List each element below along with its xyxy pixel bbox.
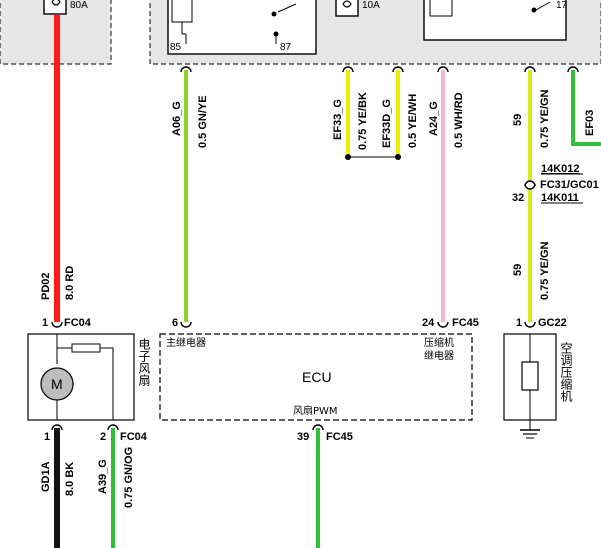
main-fuse-box: 07 85 87 10A 17 — [149, 0, 601, 65]
pd02-circuit: PD02 — [40, 272, 52, 300]
ecu-comp-relay-1: 压缩机 — [424, 336, 454, 349]
gc22-pin: 1 — [516, 317, 522, 329]
a24-circuit: A24_G — [428, 101, 440, 136]
ecu-pin-6: 6 — [172, 317, 178, 329]
ecu-pin-39: 39 — [297, 431, 309, 443]
electronic-fan-module: M 电子风扇 — [27, 333, 151, 421]
relay-2-pin-17: 17 — [556, 0, 568, 11]
ac-compressor-module: 空调压缩机 — [503, 333, 573, 439]
relay-pin-87: 87 — [280, 42, 292, 53]
ecu-pin-24: 24 — [422, 317, 435, 329]
wire-ef03 — [571, 70, 601, 146]
splice-bottom-code: 14K011 — [541, 192, 579, 204]
wire-labels: PD02 8.0 RD A06_G 0.5 GN/YE EF33_G 0.75 … — [40, 89, 596, 508]
ye-gn-top-spec: 0.75 YE/GN — [539, 89, 551, 148]
ye-gn-bottom-pin: 59 — [512, 264, 524, 276]
pd02-spec: 8.0 RD — [64, 266, 76, 300]
fuse-10a-label: 10A — [362, 0, 380, 11]
ecu-main-relay: 主继电器 — [166, 336, 206, 349]
ye-gn-bottom-spec: 0.75 YE/GN — [539, 241, 551, 300]
relay-pin-85: 85 — [170, 42, 182, 53]
splice-labels: 14K012 FC31/GC01 32 14K011 — [512, 163, 599, 204]
a24-spec: 0.5 WH/RD — [453, 92, 465, 148]
a06-circuit: A06_G — [171, 101, 183, 136]
relay-2 — [423, 0, 567, 41]
a06-spec: 0.5 GN/YE — [197, 95, 209, 148]
fc04-top-pin: 1 — [42, 317, 48, 329]
fc04-top-name: FC04 — [64, 317, 92, 329]
a39-spec: 0.75 GN/OG — [123, 447, 135, 508]
ecu-title: ECU — [302, 369, 332, 385]
fuse-80a-label: 80A — [70, 0, 88, 11]
fc04-bottom-name: FC04 — [120, 431, 148, 443]
splice-pin: 32 — [512, 192, 524, 204]
top-connector-arcs — [180, 66, 579, 190]
ecu-comp-relay-2: 继电器 — [424, 349, 454, 362]
ef33d-spec: 0.5 YE/WH — [407, 94, 419, 148]
ecu-module: ECU 主继电器 压缩机 继电器 风扇PWM — [159, 333, 473, 421]
a39-circuit: A39_G — [97, 459, 109, 494]
fc45-top-name: FC45 — [452, 317, 479, 329]
ef03-label: EF03 — [584, 110, 596, 136]
ecu-fan-pwm: 风扇PWM — [293, 404, 338, 417]
motor-symbol: M — [51, 376, 63, 392]
ef33-spec: 0.75 YE/BK — [357, 92, 369, 150]
ef33-circuit: EF33_G — [332, 99, 344, 140]
module-connector-arcs — [51, 321, 536, 431]
gd1a-circuit: GD1A — [40, 461, 52, 492]
connector-labels: 1 FC04 6 24 FC45 1 GC22 1 2 FC04 39 FC45 — [42, 317, 567, 443]
fc45-bottom-name: FC45 — [326, 431, 353, 443]
gc22-name: GC22 — [538, 317, 567, 329]
fc04-bottom-pin-1: 1 — [44, 431, 50, 443]
compressor-label: 空调压缩机 — [559, 342, 573, 402]
splice-top-code: 14K012 — [541, 163, 580, 175]
ye-gn-top-pin: 59 — [512, 114, 524, 126]
fc04-bottom-pin-2: 2 — [100, 431, 106, 443]
relay-1 — [167, 0, 317, 55]
fan-label: 电子风扇 — [137, 338, 151, 387]
gd1a-spec: 8.0 BK — [64, 462, 76, 496]
splice-connector: FC31/GC01 — [540, 179, 599, 191]
ef33d-circuit: EF33D_G — [381, 99, 393, 148]
compressor-coil — [521, 361, 539, 391]
